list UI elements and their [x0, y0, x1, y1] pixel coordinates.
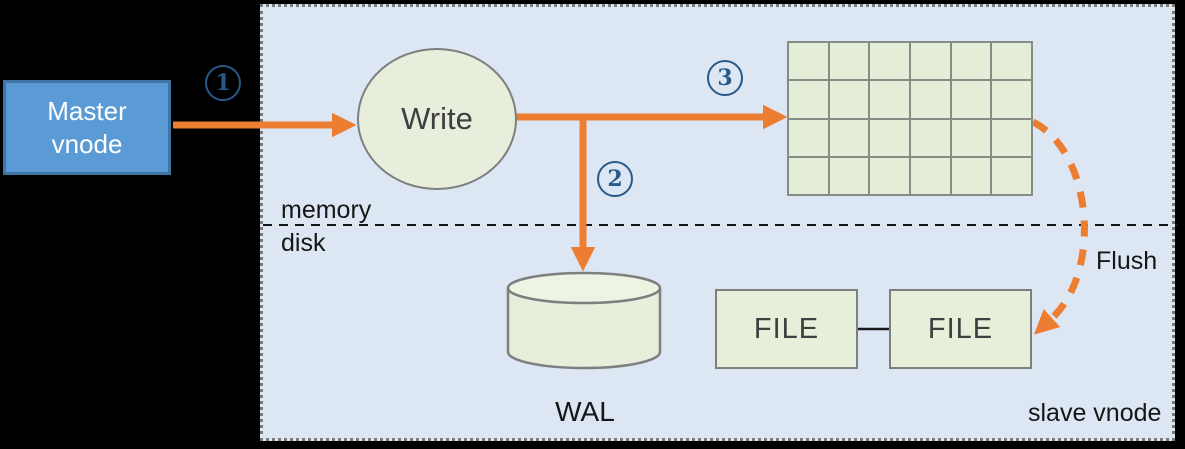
memtable-cell — [829, 81, 869, 118]
memory-label: memory — [281, 196, 372, 224]
file-box-2: FILE — [889, 289, 1032, 369]
step-1-badge: 1 — [205, 65, 241, 101]
memtable-cell — [992, 43, 1031, 80]
memtable-cell — [829, 119, 869, 156]
memtable-cell — [951, 81, 991, 118]
memtable-cell — [992, 119, 1031, 156]
master-vnode-box: Master vnode — [3, 80, 171, 175]
memtable-cell — [992, 81, 1031, 118]
memtable-cell — [789, 119, 828, 156]
memtable-cell — [911, 43, 950, 80]
file-2-label: FILE — [927, 312, 994, 345]
memtable-cell — [992, 157, 1031, 194]
memtable-cell — [911, 81, 950, 118]
memtable-cell — [789, 81, 828, 118]
memtable-cell — [951, 157, 991, 194]
slave-vnode-label: slave vnode — [1028, 399, 1162, 427]
write-node: Write — [357, 48, 517, 190]
memtable-cell — [829, 43, 869, 80]
file-1-label: FILE — [753, 312, 820, 345]
step-2-badge: 2 — [597, 161, 633, 197]
memtable-cell — [870, 157, 909, 194]
file-box-1: FILE — [715, 289, 858, 369]
memtable-grid — [787, 41, 1033, 196]
memtable-cell — [951, 119, 991, 156]
write-label: Write — [401, 101, 473, 136]
memtable-cell — [911, 119, 950, 156]
flush-label: Flush — [1096, 247, 1158, 275]
memtable-cell — [911, 157, 950, 194]
memtable-cell — [870, 119, 909, 156]
step-3-badge: 3 — [707, 60, 743, 96]
memtable-cell — [789, 43, 828, 80]
disk-label: disk — [281, 229, 326, 257]
memtable-cell — [829, 157, 869, 194]
memtable-cell — [789, 157, 828, 194]
memtable-cell — [870, 81, 909, 118]
memtable-cell — [951, 43, 991, 80]
wal-label: WAL — [555, 396, 615, 427]
memtable-cell — [870, 43, 909, 80]
